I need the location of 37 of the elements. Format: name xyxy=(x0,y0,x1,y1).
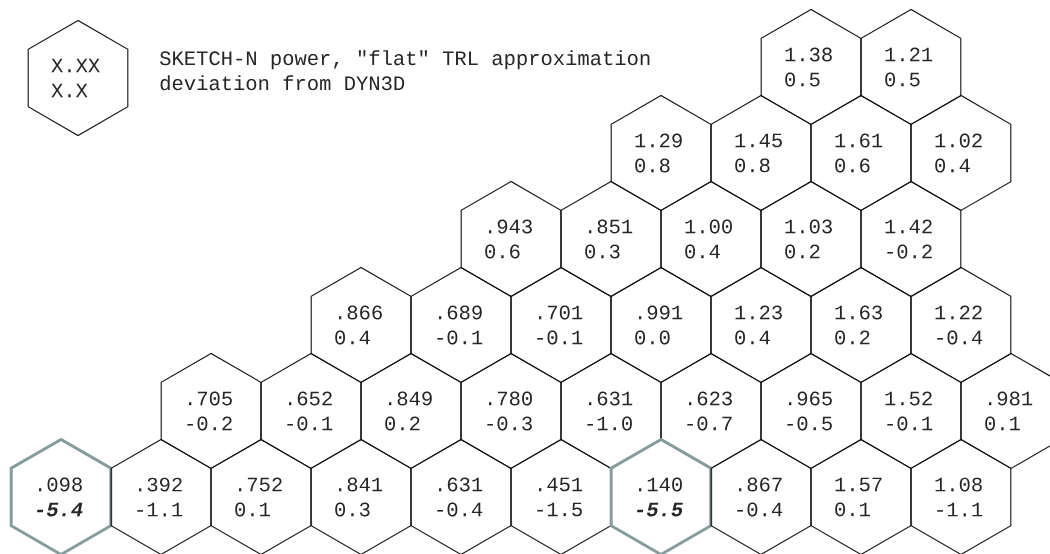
hex-cell: 1.21 0.5 xyxy=(860,8,962,126)
hex-cell: .631 -0.4 xyxy=(410,438,512,554)
hex-cell: .981 0.1 xyxy=(960,352,1050,470)
hex-cell: .392 -1.1 xyxy=(110,438,212,554)
hex-cell: .652 -0.1 xyxy=(260,352,362,470)
hex-cell: 1.57 0.1 xyxy=(810,438,912,554)
hex-cell: .866 0.4 xyxy=(310,266,412,384)
hex-cell: 1.22 -0.4 xyxy=(910,266,1012,384)
hex-cell: 1.45 0.8 xyxy=(710,94,812,212)
hex-cell: .752 0.1 xyxy=(210,438,312,554)
hex-cell: .841 0.3 xyxy=(310,438,412,554)
hex-cell: .780 -0.3 xyxy=(460,352,562,470)
hex-cell: .965 -0.5 xyxy=(760,352,862,470)
legend-text: SKETCH-N power, "flat" TRL approximation deviation from DYN3D xyxy=(160,50,650,91)
hex-cell: .705 -0.2 xyxy=(160,352,262,470)
hex-cell: .451 -1.5 xyxy=(510,438,612,554)
hex-cell: .631 -1.0 xyxy=(560,352,662,470)
hex-cell: .943 0.6 xyxy=(460,180,562,298)
hex-cell: .701 -0.1 xyxy=(510,266,612,384)
hex-cell: 1.42 -0.2 xyxy=(860,180,962,298)
hex-cell: X.XX X.X xyxy=(27,19,129,137)
hex-cell: .689 -0.1 xyxy=(410,266,512,384)
hex-cell: 1.38 0.5 xyxy=(760,8,862,126)
hex-cell: .623 -0.7 xyxy=(660,352,762,470)
hex-cell: .867 -0.4 xyxy=(710,438,812,554)
hex-cell: 1.02 0.4 xyxy=(910,94,1012,212)
hex-cell: 1.52 -0.1 xyxy=(860,352,962,470)
hex-cell: .849 0.2 xyxy=(360,352,462,470)
hex-cell: 1.63 0.2 xyxy=(810,266,912,384)
hex-cell: .991 0.0 xyxy=(610,266,712,384)
hex-cell: 1.29 0.8 xyxy=(610,94,712,212)
hex-cell: 1.00 0.4 xyxy=(660,180,762,298)
hex-cell: 1.23 0.4 xyxy=(710,266,812,384)
hex-cell: 1.61 0.6 xyxy=(810,94,912,212)
hex-cell: 1.08 -1.1 xyxy=(910,438,1012,554)
hex-cell: 1.03 0.2 xyxy=(760,180,862,298)
hex-cell: .851 0.3 xyxy=(560,180,662,298)
